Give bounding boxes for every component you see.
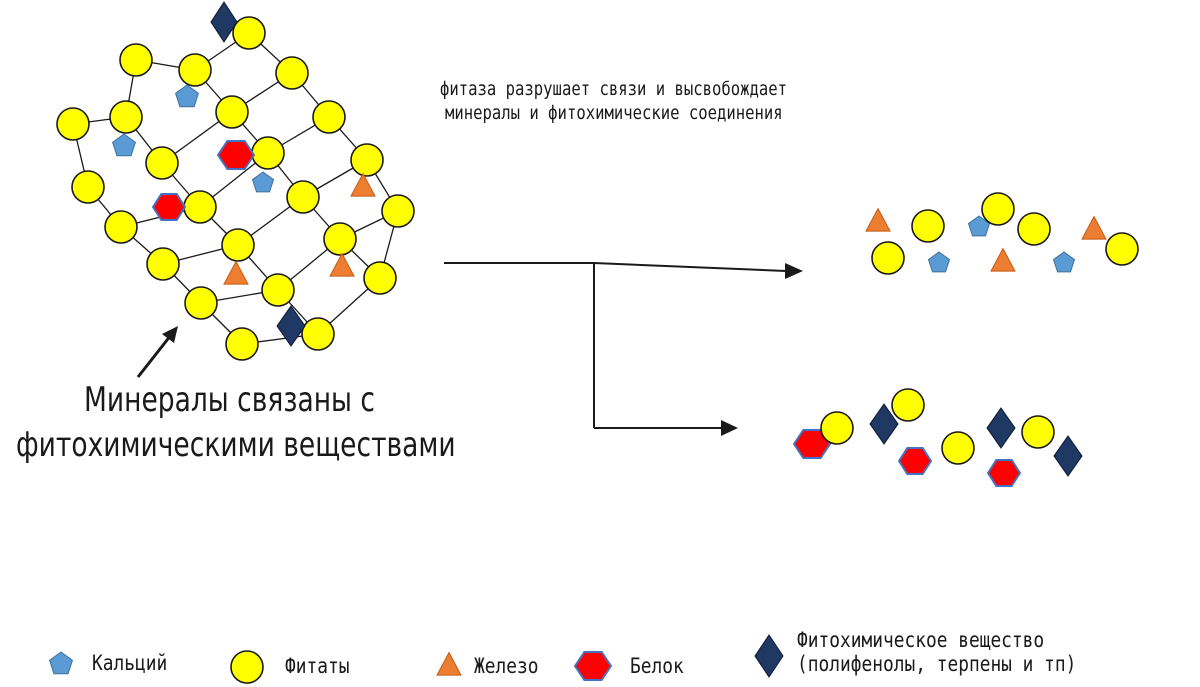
iron-triangle-icon — [436, 651, 462, 676]
phytate-circle-icon — [301, 317, 335, 351]
phytate-circle-icon — [381, 194, 415, 228]
caption-pointer-arrow — [136, 334, 173, 378]
phytochemical-diamond-icon — [986, 407, 1016, 449]
legend-label-phytochemical-line1: Фитохимическое вещество — [797, 628, 1045, 652]
phytate-circle-icon — [56, 107, 90, 141]
phytate-circle-icon — [184, 286, 218, 320]
iron-triangle-icon — [1081, 215, 1107, 240]
protein-hexagon-icon — [986, 459, 1022, 487]
arrow-head-bottom — [721, 420, 738, 436]
protein-hexagon-icon — [216, 140, 256, 170]
phytate-circle-icon — [1017, 212, 1051, 246]
legend-label-phytates: Фитаты — [285, 654, 350, 678]
released-minerals-group — [865, 192, 1139, 275]
phytate-circle-icon — [941, 431, 975, 465]
phytate-circle-icon — [104, 210, 138, 244]
phytate-circle-icon — [225, 327, 259, 361]
phytate-circle-icon — [183, 190, 217, 224]
phytate-circle-icon — [323, 222, 357, 256]
caption-pointer-arrow-head — [162, 326, 178, 343]
phytate-circle-icon — [119, 43, 153, 77]
phytate-circle-icon — [275, 56, 309, 90]
release-arrows — [136, 262, 803, 436]
iron-triangle-icon — [329, 252, 355, 277]
calcium-pentagon-icon — [1052, 251, 1076, 273]
phytate-circle-icon — [261, 273, 295, 307]
phytate-circle-icon — [981, 192, 1015, 226]
phytate-circle-icon — [251, 136, 285, 170]
bound-caption-line1: Минералы связаны с — [84, 380, 375, 420]
protein-hexagon-icon — [151, 193, 187, 221]
phytate-network-nodes — [56, 16, 415, 361]
arrow-line-top — [444, 262, 787, 272]
phytate-circle-icon — [178, 53, 212, 87]
phytate-circle-icon — [312, 100, 346, 134]
phytate-circle-icon — [146, 247, 180, 281]
legend-label-iron: Железо — [474, 654, 539, 678]
phytate-circle-icon — [1105, 232, 1139, 266]
legend-icons — [49, 634, 784, 684]
legend-label-phytochemical-line2: (полифенолы, терпены и тп) — [797, 652, 1077, 676]
phytate-circle-icon — [286, 180, 320, 214]
phytase-annotation-line2: минералы и фитохимические соединения — [445, 102, 783, 124]
phytate-circle-icon — [1021, 415, 1055, 449]
bound-caption-line2: фитохимическими веществами — [16, 425, 456, 465]
phytochemical-diamond-icon — [276, 305, 306, 347]
calcium-pentagon-icon — [251, 171, 275, 193]
legend-label-protein: Белок — [630, 654, 684, 678]
released-phytochemicals-group — [792, 388, 1083, 487]
iron-triangle-icon — [865, 207, 891, 232]
protein-hexagon-icon — [573, 651, 613, 681]
calcium-pentagon-icon — [49, 651, 73, 675]
calcium-pentagon-icon — [967, 215, 991, 237]
phytochemical-diamond-icon — [1053, 435, 1083, 477]
phytase-annotation-line1: фитаза разрушает связи и высвобождает — [440, 78, 788, 100]
phytate-circle-icon — [232, 16, 266, 50]
phytate-circle-icon — [820, 411, 854, 445]
phytate-circle-icon — [215, 95, 249, 129]
phytochemical-diamond-icon — [754, 634, 784, 678]
phytate-circle-icon — [363, 261, 397, 295]
phytate-circle-icon — [145, 146, 179, 180]
arrow-head-top — [785, 263, 803, 279]
phytate-circle-icon — [871, 241, 905, 275]
phytochemical-diamond-icon — [210, 1, 238, 43]
phytate-circle-icon — [71, 170, 105, 204]
protein-hexagon-icon — [792, 429, 832, 459]
bound-minerals-and-compounds — [112, 1, 376, 347]
phytochemical-diamond-icon — [869, 403, 899, 445]
calcium-pentagon-icon — [927, 251, 951, 273]
phytate-circle-icon — [891, 388, 925, 422]
phytate-network-bonds — [72, 32, 399, 345]
phytate-circle-icon — [230, 650, 264, 684]
phytate-circle-icon — [109, 100, 143, 134]
iron-triangle-icon — [990, 247, 1016, 272]
protein-hexagon-icon — [897, 447, 933, 475]
phytate-circle-icon — [350, 143, 384, 177]
iron-triangle-icon — [350, 172, 376, 197]
phytate-circle-icon — [221, 228, 255, 262]
legend-label-calcium: Кальций — [92, 651, 168, 675]
calcium-pentagon-icon — [175, 84, 199, 108]
iron-triangle-icon — [223, 260, 249, 285]
calcium-pentagon-icon — [112, 133, 136, 157]
phytate-circle-icon — [911, 209, 945, 243]
